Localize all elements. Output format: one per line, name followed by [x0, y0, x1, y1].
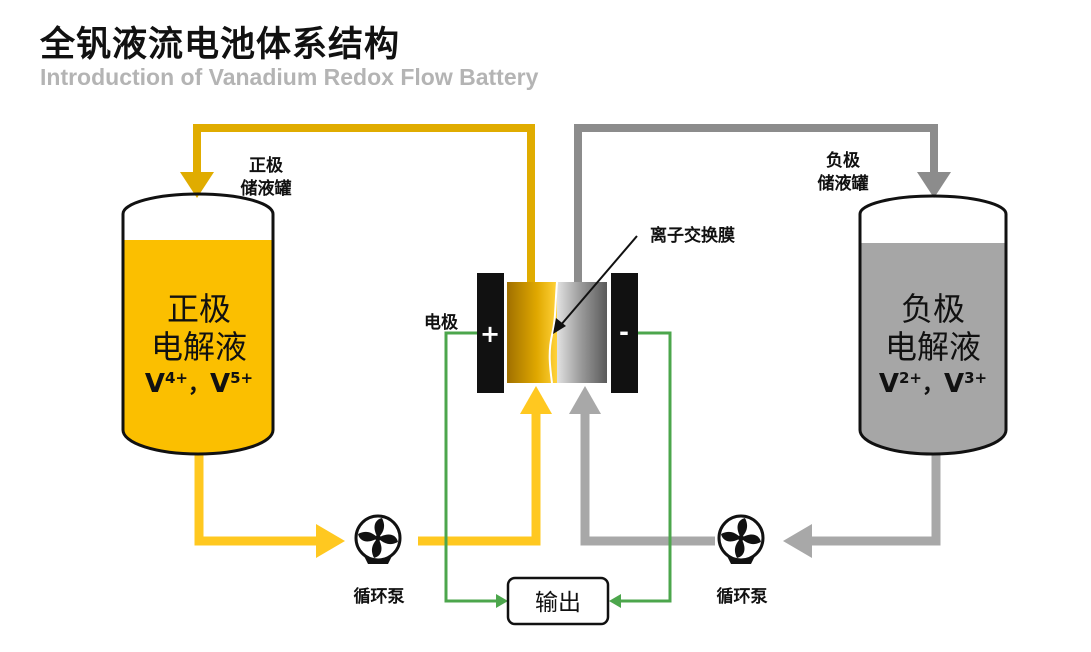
right-pump-icon — [717, 514, 765, 564]
positive-sign: + — [480, 320, 500, 348]
positive-supply-pipe-1 — [194, 448, 322, 546]
left-pump-icon — [354, 514, 402, 564]
negative-return-pipe — [574, 124, 938, 282]
negative-electrolyte-line1: 负极 — [901, 290, 965, 328]
output-label: 输出 — [535, 590, 581, 616]
positive-down-arrowhead — [180, 172, 214, 198]
negative-up-arrowhead — [569, 386, 601, 414]
negative-electrolyte-line2: 电解液 — [885, 328, 981, 366]
external-circuit — [444, 331, 672, 608]
page-title: 全钒液流电池体系结构 — [40, 25, 401, 65]
positive-tank-label-2: 储液罐 — [241, 178, 292, 199]
positive-pump-arrowhead — [316, 524, 345, 558]
left-pump-label: 循环泵 — [354, 586, 405, 607]
positive-up-arrowhead — [520, 386, 552, 414]
positive-tank-label-1: 正极 — [249, 156, 283, 176]
positive-electrolyte-line1: 正极 — [167, 290, 231, 328]
output-box — [506, 576, 610, 626]
cell-stack — [477, 273, 638, 393]
positive-return-pipe — [193, 124, 535, 282]
negative-sign: - — [619, 318, 629, 346]
membrane-label: 离子交换膜 — [650, 225, 735, 246]
positive-ions: V4+，V5+ — [145, 369, 253, 399]
positive-supply-pipe-2 — [418, 412, 541, 546]
positive-flow-loop — [180, 124, 552, 558]
negative-pump-arrowhead — [783, 524, 812, 558]
negative-electrolyte-fill — [860, 243, 1006, 454]
positive-electrode — [477, 273, 504, 393]
negative-tank-outline — [858, 194, 1008, 456]
right-pump-label: 循环泵 — [717, 586, 768, 607]
negative-half-cell — [557, 282, 607, 383]
negative-tank-label-1: 负极 — [826, 150, 860, 171]
negative-supply-pipe-1 — [808, 448, 941, 546]
negative-wire-arrowhead — [609, 594, 621, 608]
ion-exchange-membrane — [548, 281, 558, 384]
negative-tank — [858, 194, 1008, 456]
membrane-pointer-line — [559, 235, 638, 327]
positive-wire — [444, 331, 504, 603]
positive-wire-arrowhead — [496, 594, 508, 608]
negative-supply-pipe-2 — [580, 412, 715, 546]
negative-tank-label-2: 储液罐 — [818, 173, 869, 194]
positive-electrolyte-line2: 电解液 — [151, 328, 247, 366]
negative-ions: V2+，V3+ — [879, 369, 987, 399]
membrane-pointer-arrowhead — [553, 318, 566, 334]
positive-half-cell — [507, 282, 557, 383]
negative-electrode — [611, 273, 638, 393]
negative-wire — [617, 331, 672, 603]
page-subtitle: Introduction of Vanadium Redox Flow Batt… — [40, 64, 539, 90]
positive-electrolyte-fill — [123, 240, 273, 454]
positive-tank — [121, 192, 275, 456]
positive-tank-outline — [121, 192, 275, 456]
electrode-label: 电极 — [424, 312, 458, 333]
negative-down-arrowhead — [917, 172, 951, 198]
negative-flow-loop — [569, 124, 951, 558]
